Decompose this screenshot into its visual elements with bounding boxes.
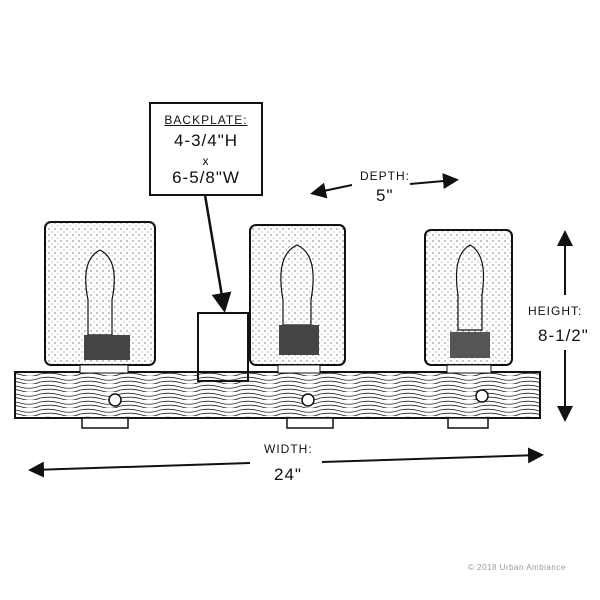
glass-shade-3 [424, 229, 513, 374]
height-label: HEIGHT: [528, 304, 583, 318]
backplate-callout: BACKPLATE: 4-3/4"H x 6-5/8"W [149, 102, 263, 196]
glass-shade-2 [249, 224, 346, 374]
copyright-text: © 2018 Urban Ambiance [468, 563, 566, 572]
width-value: 24" [274, 465, 302, 484]
depth-arrow-right [409, 173, 459, 190]
height-value: 8-1/2" [538, 326, 589, 345]
depth-label: DEPTH: [360, 169, 411, 183]
glass-shade-1 [44, 221, 156, 374]
depth-arrow-left [310, 182, 353, 199]
beam-screws [108, 389, 489, 407]
backplate-height: 4-3/4"H [173, 131, 239, 150]
backplate-label: BACKPLATE: [164, 113, 248, 127]
bottom-caps [81, 417, 489, 429]
backplate-pointer [203, 194, 232, 313]
width-label: WIDTH: [264, 442, 313, 456]
backplate [197, 312, 249, 382]
wood-beam [14, 371, 541, 419]
backplate-times: x [202, 154, 210, 168]
width-arrow-right [321, 447, 544, 464]
backplate-width: 6-5/8"W [172, 168, 240, 187]
depth-value: 5" [376, 186, 394, 205]
width-arrow-left [28, 461, 251, 478]
